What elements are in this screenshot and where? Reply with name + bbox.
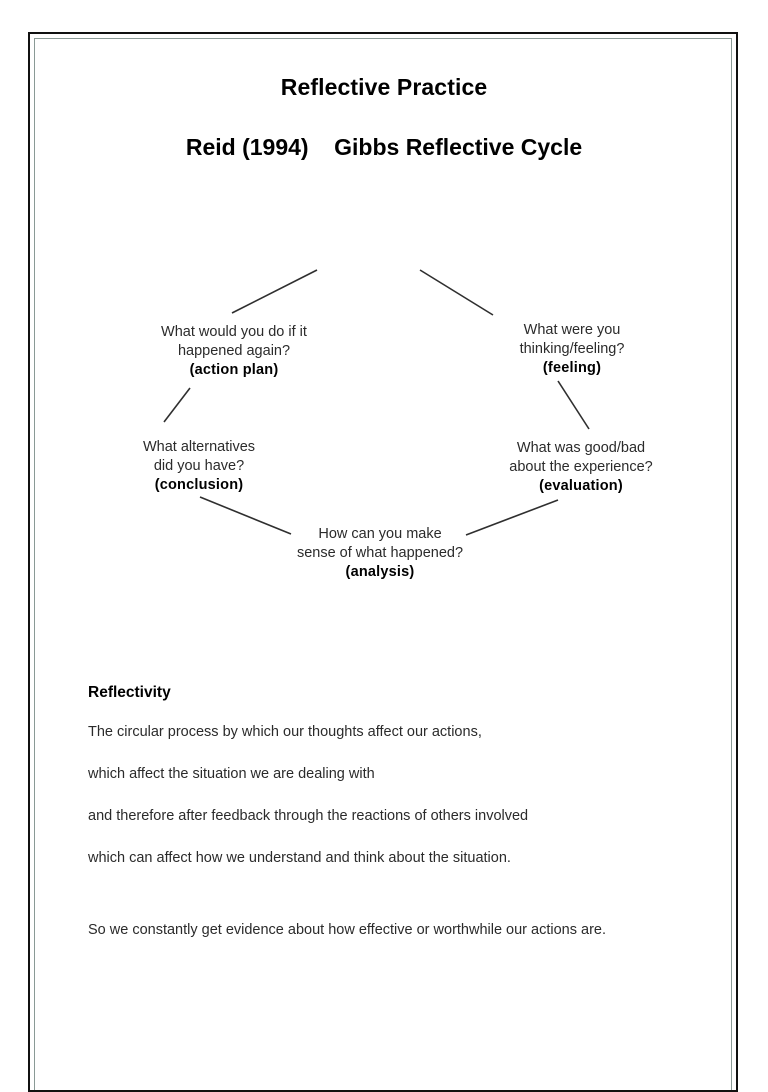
connector-analysis-to-evaluation — [465, 499, 559, 536]
cycle-node-analysis-question-line-1: How can you make — [318, 526, 442, 542]
gibbs-reflective-cycle-diagram: What would you do if it happened again? … — [0, 240, 768, 600]
cycle-node-conclusion-stage: (conclusion) — [154, 477, 244, 493]
reflectivity-heading: Reflectivity — [88, 684, 171, 701]
reflectivity-closing-line: So we constantly get evidence about how … — [88, 922, 606, 938]
reflectivity-line-3: and therefore after feedback through the… — [88, 808, 529, 824]
cycle-node-action-plan: What would you do if it happened again? … — [139, 323, 329, 380]
cycle-node-feeling-question-line-1: What were you — [523, 322, 621, 338]
cycle-node-action-plan-stage: (action plan) — [189, 362, 279, 378]
connector-conclusion-to-analysis — [199, 496, 292, 535]
cycle-node-action-plan-question-line-1: What would you do if it — [161, 324, 307, 340]
cycle-node-feeling-stage: (feeling) — [542, 360, 602, 376]
reflectivity-line-4: which can affect how we understand and t… — [88, 850, 511, 866]
connector-conclusion-to-action-plan — [163, 387, 191, 423]
cycle-node-action-plan-question-line-2: happened again? — [177, 343, 291, 359]
cycle-node-conclusion-question-line-1: What alternatives — [142, 439, 256, 455]
reflectivity-section: Reflectivity The circular process by whi… — [88, 684, 688, 964]
cycle-node-analysis-stage: (analysis) — [345, 564, 415, 580]
cycle-node-feeling-question-line-2: thinking/feeling? — [519, 341, 625, 357]
connector-top-to-feeling — [419, 269, 494, 316]
page-title: Reflective Practice — [280, 74, 488, 100]
page-border — [28, 32, 738, 1092]
cycle-node-feeling: What were you thinking/feeling? (feeling… — [477, 321, 667, 378]
page-border-inner — [34, 38, 732, 1090]
cycle-node-evaluation-stage: (evaluation) — [539, 478, 623, 494]
cycle-node-evaluation-question-line-2: about the experience? — [509, 459, 653, 475]
reflectivity-line-2: which affect the situation we are dealin… — [88, 766, 375, 782]
cycle-node-conclusion-question-line-2: did you have? — [153, 458, 245, 474]
connector-feeling-to-evaluation — [557, 380, 590, 430]
cycle-node-evaluation-question-line-1: What was good/bad — [516, 440, 646, 456]
cycle-node-conclusion: What alternatives did you have? (conclus… — [103, 438, 295, 495]
cycle-node-analysis-question-line-2: sense of what happened? — [296, 545, 464, 561]
cycle-node-analysis: How can you make sense of what happened?… — [268, 525, 492, 582]
page-subtitle: Reid (1994) Gibbs Reflective Cycle — [185, 134, 583, 160]
connector-top-to-action-plan — [231, 269, 318, 314]
reflectivity-line-1: The circular process by which our though… — [88, 724, 482, 740]
cycle-node-evaluation: What was good/bad about the experience? … — [483, 439, 679, 496]
cycle-connector-lines — [163, 269, 590, 536]
